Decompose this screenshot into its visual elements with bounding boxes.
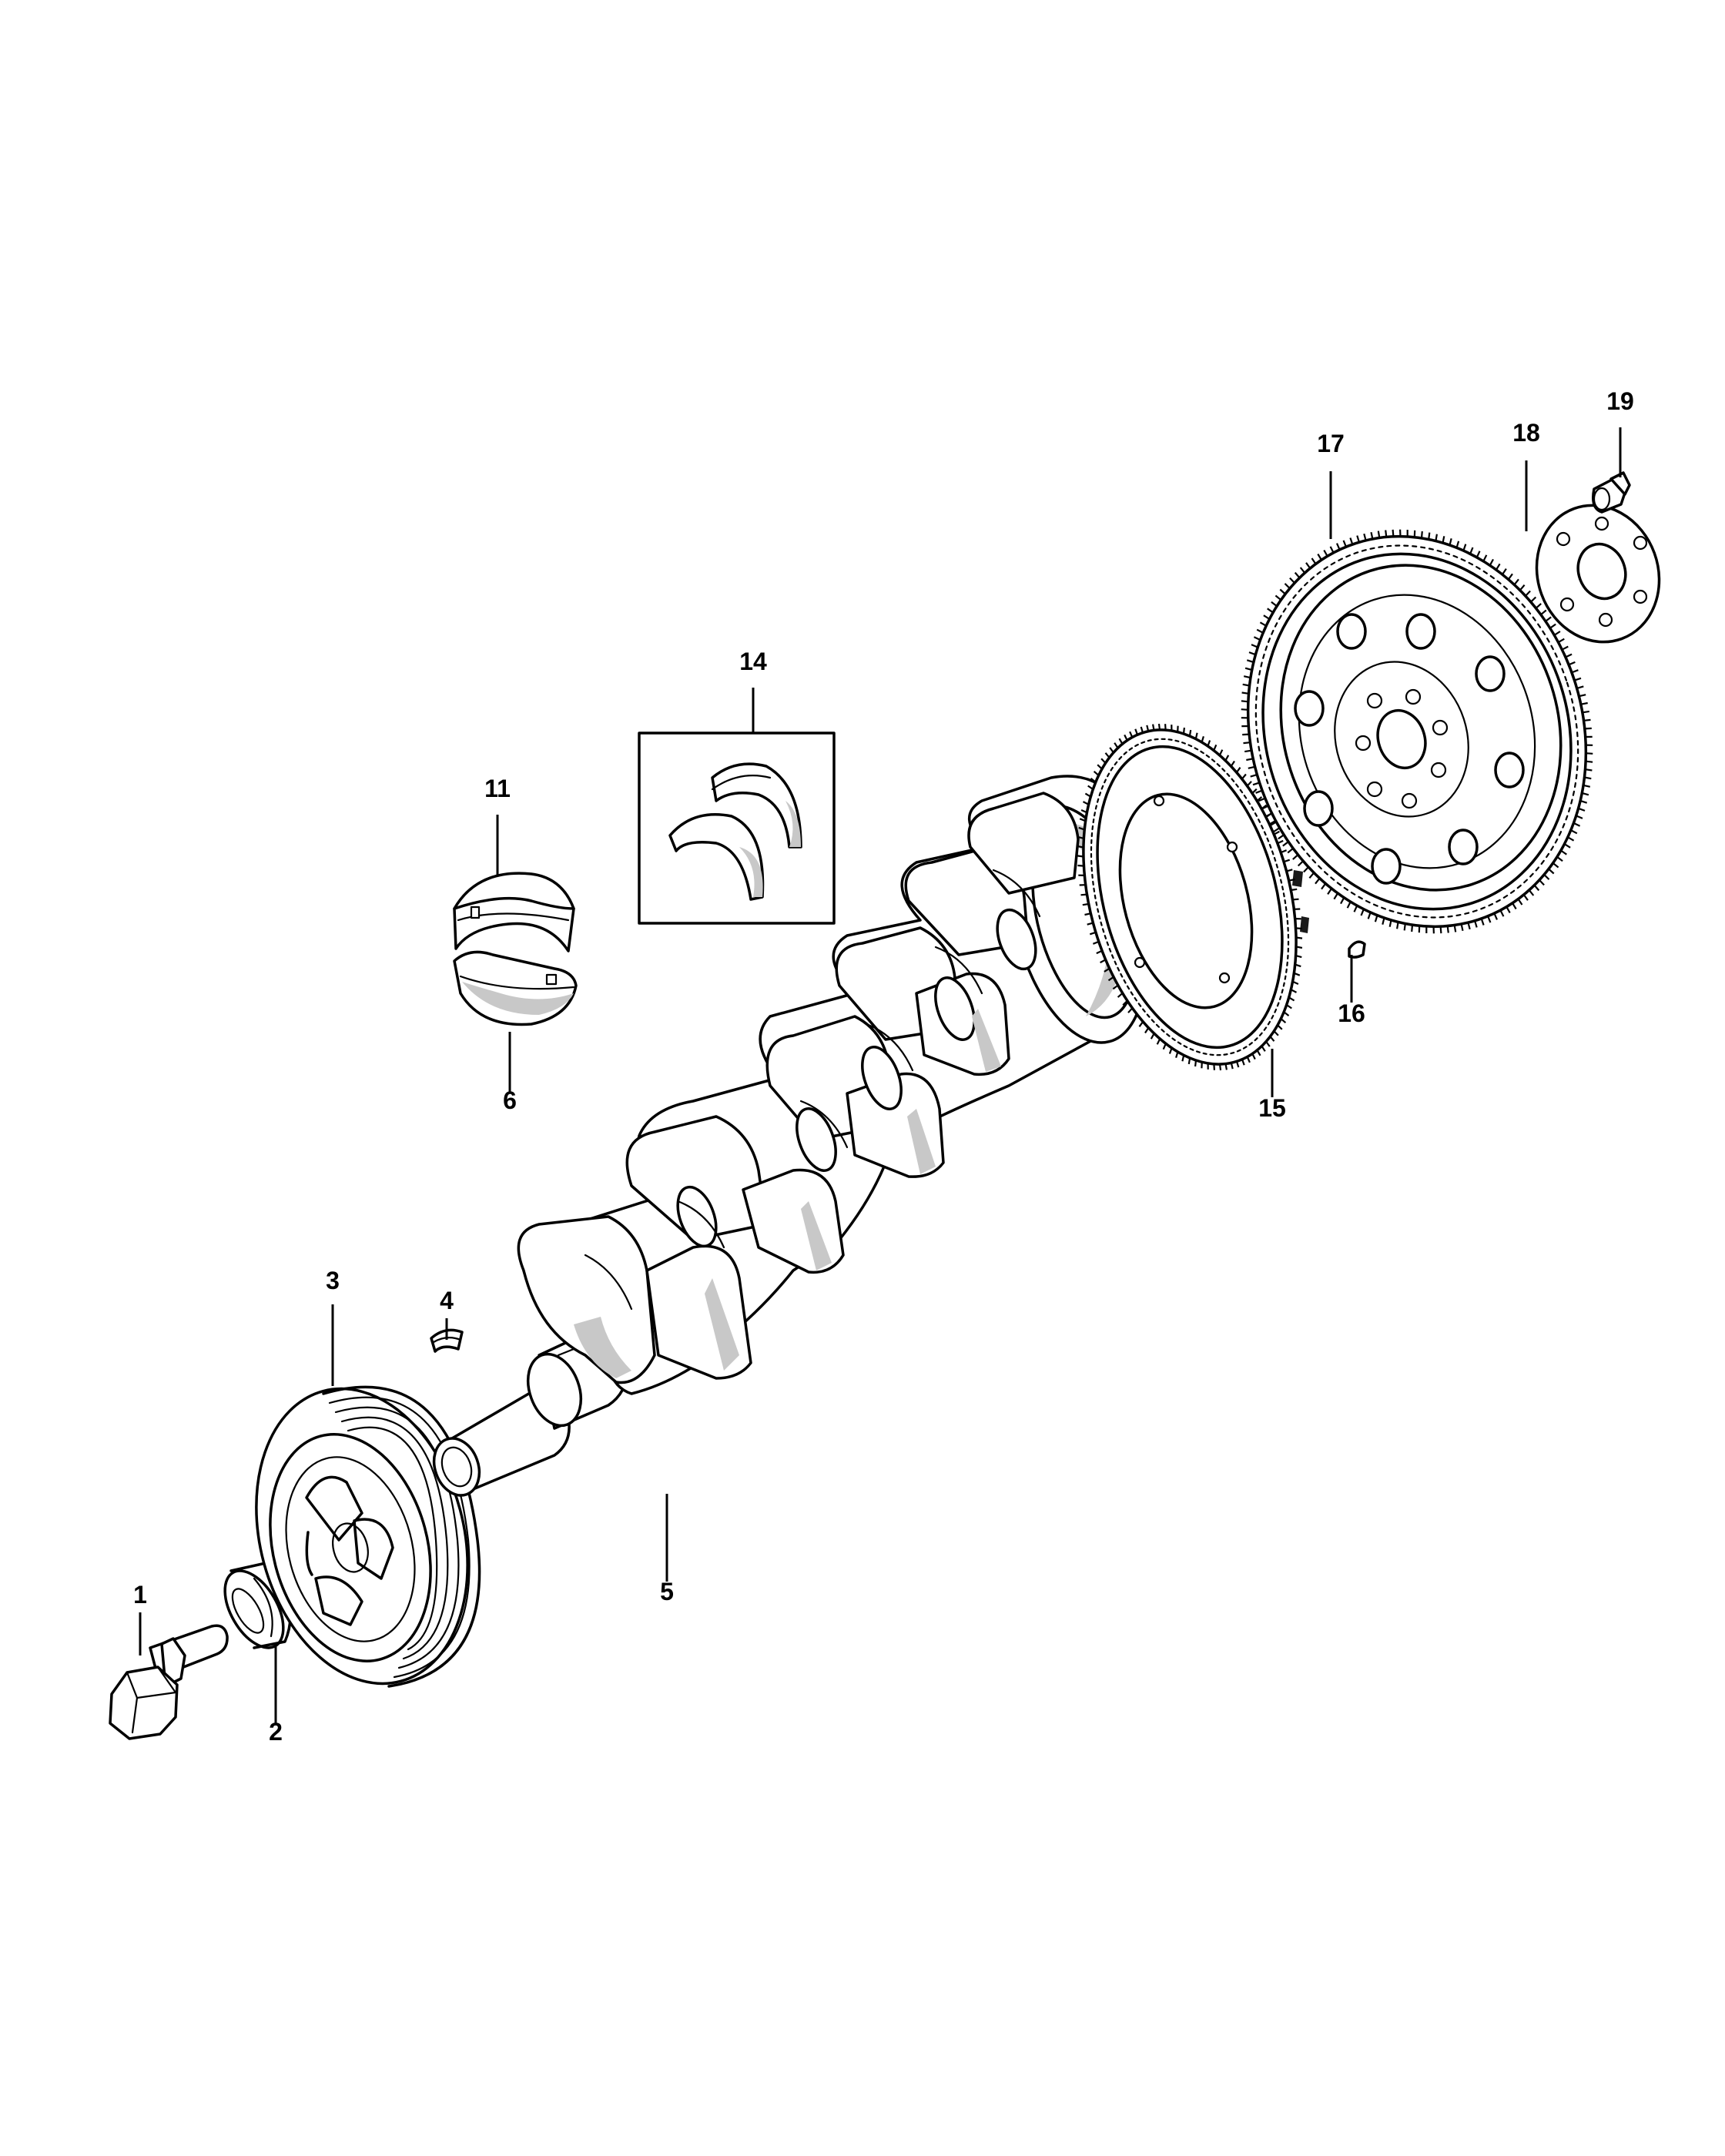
- callout-1: 1: [133, 1581, 147, 1609]
- callout-15: 15: [1258, 1094, 1286, 1122]
- callout-18: 18: [1512, 419, 1540, 447]
- callout-16: 16: [1338, 999, 1365, 1027]
- part-17-flywheel: [1246, 534, 1588, 929]
- callout-17: 17: [1317, 430, 1345, 457]
- part-14-thrust-washers: [638, 732, 836, 925]
- callout-2: 2: [269, 1718, 283, 1746]
- part-6-lower-main-bearing: [453, 950, 578, 1026]
- part-5-crankshaft: [432, 775, 1151, 1497]
- callout-6: 6: [503, 1086, 517, 1114]
- flywheel-ring-gear-teeth: [1241, 529, 1593, 934]
- part-11-upper-main-bearing: [453, 872, 575, 952]
- callout-19: 19: [1606, 387, 1634, 415]
- part-19-flywheel-bolt: [1592, 471, 1631, 514]
- part-1-pulley-bolt: [109, 1624, 229, 1740]
- callout-4: 4: [440, 1287, 454, 1314]
- reluctor-ring-teeth: [1077, 723, 1303, 1071]
- callout-3: 3: [326, 1267, 340, 1294]
- part-3-crankshaft-pulley: [255, 1385, 481, 1688]
- callout-11: 11: [484, 775, 511, 802]
- callout-14: 14: [739, 648, 767, 675]
- part-18-spacer-plate: [1535, 504, 1661, 644]
- part-15-reluctor-ring: [1082, 728, 1309, 1066]
- callout-5: 5: [660, 1578, 674, 1605]
